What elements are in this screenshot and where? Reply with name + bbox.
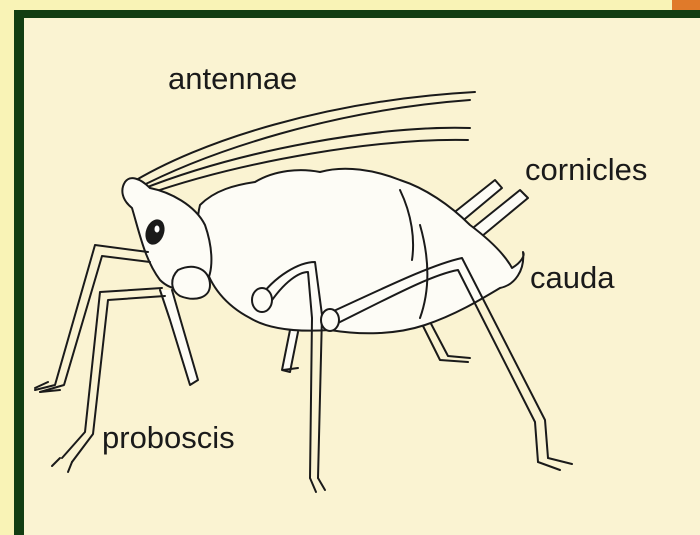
aphid-body: [198, 169, 524, 334]
label-cauda: cauda: [530, 260, 615, 295]
label-antennae: antennae: [168, 61, 297, 96]
label-proboscis: proboscis: [102, 420, 235, 455]
proboscis-drawing: [172, 267, 210, 299]
label-cornicles: cornicles: [525, 152, 647, 187]
